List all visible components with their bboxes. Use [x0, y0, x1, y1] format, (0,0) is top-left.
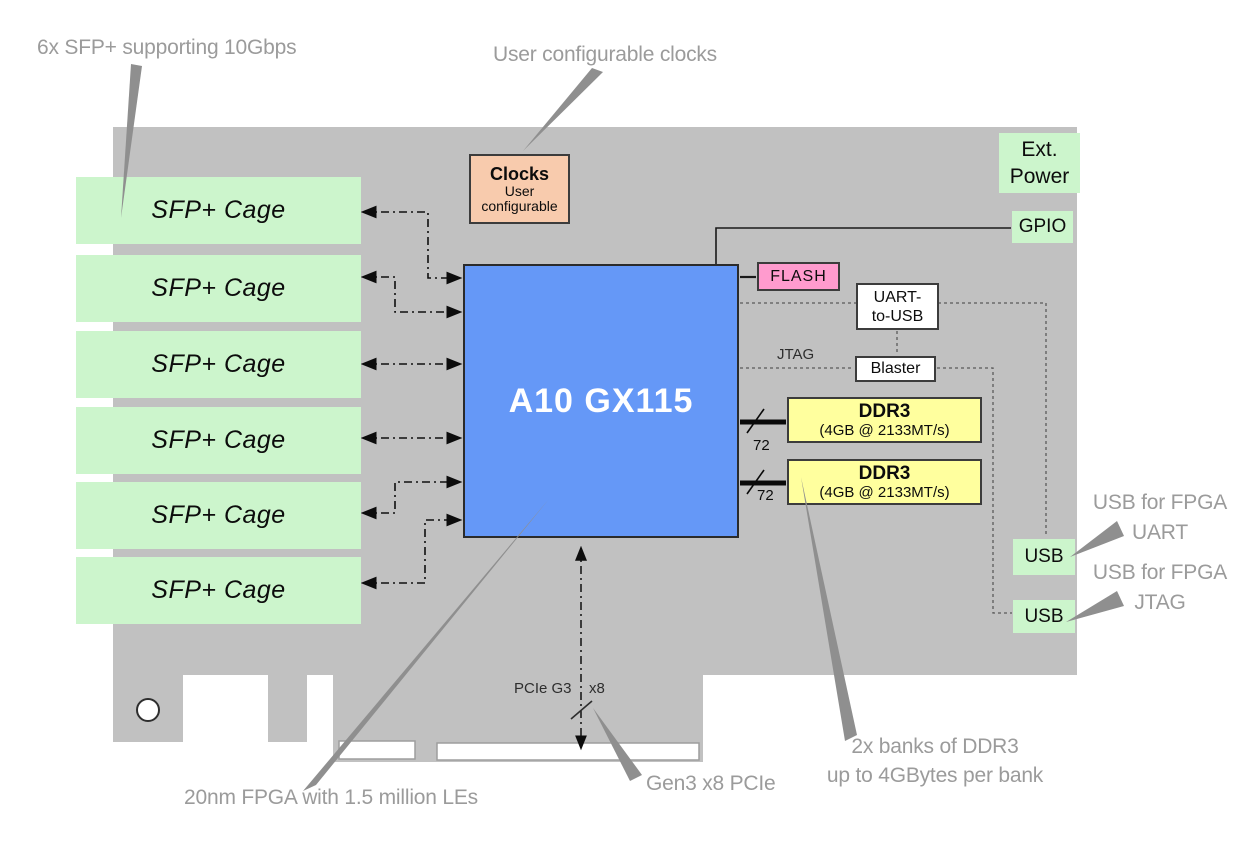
annotation-usb-uart-line2: UART — [1132, 521, 1188, 544]
ddr3-callout-wedge — [801, 477, 857, 741]
clocks-title: Clocks — [489, 164, 550, 184]
sfp-cage-1-label: SFP+ Cage — [151, 196, 286, 224]
gpio-block: GPIO — [1012, 211, 1073, 243]
clocks-subtitle-line1: User — [504, 183, 535, 199]
ddr3-bus-1-width-label: 72 — [753, 437, 770, 454]
annotation-clocks: User configurable clocks — [493, 43, 717, 66]
sfp1-link — [360, 205, 463, 285]
sfp-cage-4: SFP+ Cage — [76, 407, 361, 474]
sfp-cage-4-label: SFP+ Cage — [151, 426, 286, 454]
uart-to-usb-line2: to-USB — [871, 307, 924, 325]
annotation-ddr3: 2x banks of DDR3 up to 4GBytes per bank — [780, 732, 1090, 790]
annotation-usb-jtag: USB for FPGA JTAG — [1090, 558, 1230, 618]
annotation-usb-uart: USB for FPGA UART — [1090, 488, 1230, 548]
fpga-to-gpio-wire — [715, 227, 1011, 264]
ddr3-bank-1-spec: (4GB @ 2133MT/s) — [819, 421, 950, 439]
ext-power-line2: Power — [1009, 165, 1070, 188]
usb-port-uart-label: USB — [1024, 546, 1064, 567]
sfp-cage-2-label: SFP+ Cage — [151, 274, 286, 302]
mounting-hole — [136, 698, 160, 722]
ddr3-bank-1: DDR3 (4GB @ 2133MT/s) — [787, 397, 982, 443]
pcie-gen-label: PCIe G3 — [514, 680, 572, 697]
jtag-bus-label: JTAG — [777, 346, 815, 363]
usb-port-jtag-label: USB — [1024, 605, 1064, 627]
sfp-cage-2: SFP+ Cage — [76, 255, 361, 322]
ddr3-bus-1-width-tick — [746, 408, 765, 434]
sfp6-link — [360, 513, 463, 590]
flash-label: FLASH — [770, 267, 827, 285]
ddr3-bank-2: DDR3 (4GB @ 2133MT/s) — [787, 459, 982, 505]
blaster-label: Blaster — [870, 360, 921, 377]
ddr3-bank-1-title: DDR3 — [858, 400, 911, 422]
sfp-cage-3: SFP+ Cage — [76, 331, 361, 398]
blaster-block: Blaster — [855, 356, 936, 382]
ext-power-block: Ext. Power — [999, 133, 1080, 193]
annotation-fpga: 20nm FPGA with 1.5 million LEs — [184, 786, 478, 809]
clocks-subtitle-line2: configurable — [481, 198, 558, 214]
sfp-cage-5: SFP+ Cage — [76, 482, 361, 549]
ext-power-line1: Ext. — [1021, 138, 1058, 161]
annotation-pcie: Gen3 x8 PCIe — [646, 772, 776, 795]
pcie-edge-finger-short — [338, 740, 416, 760]
clocks-callout-wedge — [523, 68, 603, 151]
annotation-usb-uart-line1: USB for FPGA — [1092, 491, 1228, 514]
sfp5-link — [360, 475, 463, 520]
pcie-link-width-tick — [570, 700, 593, 720]
sfp-cage-3-label: SFP+ Cage — [151, 350, 286, 378]
pcie-callout-wedge — [593, 708, 642, 781]
annotation-usb-jtag-line1: USB for FPGA — [1092, 561, 1228, 584]
fpga-label: A10 GX115 — [508, 381, 694, 420]
ddr3-bank-2-spec: (4GB @ 2133MT/s) — [819, 483, 950, 501]
flash-block: FLASH — [757, 262, 840, 291]
annotation-usb-jtag-line2: JTAG — [1134, 591, 1186, 614]
sfp-cage-5-label: SFP+ Cage — [151, 501, 286, 529]
sfp-cage-1: SFP+ Cage — [76, 177, 361, 244]
ddr3-bank-2-title: DDR3 — [858, 462, 911, 484]
usb-port-jtag: USB — [1013, 600, 1075, 633]
uart-to-usb-line1: UART- — [873, 288, 922, 306]
sfp2-link — [360, 270, 463, 319]
annotation-sfp: 6x SFP+ supporting 10Gbps — [37, 36, 297, 59]
annotation-ddr3-line2: up to 4GBytes per bank — [826, 764, 1044, 787]
ddr3-bus-2-width-label: 72 — [757, 487, 774, 504]
fpga-block: A10 GX115 — [463, 264, 739, 538]
sfp-cage-6: SFP+ Cage — [76, 557, 361, 624]
gpio-label: GPIO — [1018, 216, 1067, 237]
sfp-cage-6-label: SFP+ Cage — [151, 576, 286, 604]
usb-port-uart: USB — [1013, 539, 1075, 575]
pcie-width-label: x8 — [589, 680, 605, 697]
annotation-ddr3-line1: 2x banks of DDR3 — [851, 735, 1019, 758]
clocks-block: Clocks User configurable — [469, 154, 570, 224]
uart-to-usb-block: UART- to-USB — [856, 283, 939, 330]
pcie-edge-finger-long — [436, 742, 700, 761]
